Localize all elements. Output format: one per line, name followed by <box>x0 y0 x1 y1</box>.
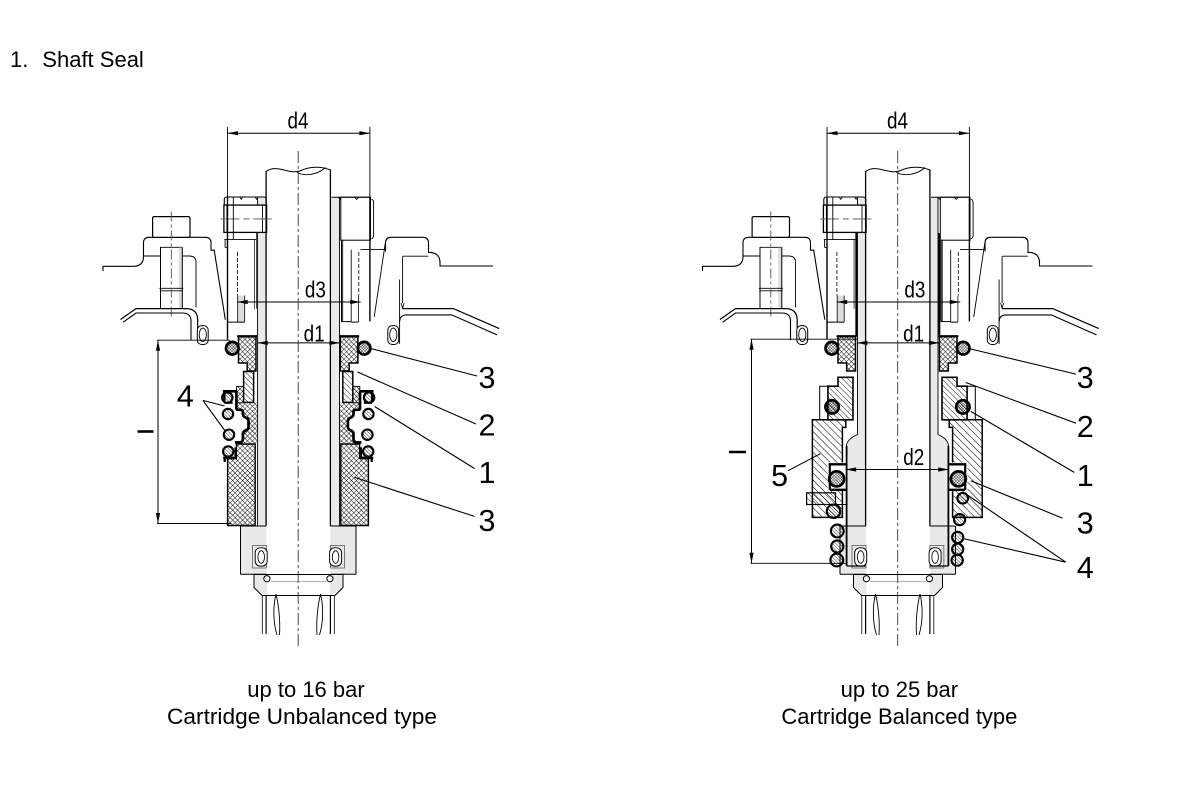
svg-text:d3: d3 <box>904 277 925 303</box>
svg-text:Shaft Seal: Shaft Seal <box>42 47 144 72</box>
svg-text:3: 3 <box>479 361 496 395</box>
svg-text:d1: d1 <box>903 320 924 346</box>
svg-text:Cartridge Unbalanced type: Cartridge Unbalanced type <box>167 704 437 729</box>
svg-text:Cartridge Balanced type: Cartridge Balanced type <box>781 704 1017 729</box>
svg-text:d4: d4 <box>887 108 908 134</box>
svg-text:1: 1 <box>1077 459 1094 493</box>
svg-text:d2: d2 <box>903 444 924 470</box>
svg-text:1.: 1. <box>10 47 28 72</box>
svg-text:3: 3 <box>479 504 496 538</box>
svg-text:3: 3 <box>1077 361 1094 395</box>
svg-text:d4: d4 <box>288 108 309 134</box>
svg-text:d1: d1 <box>304 320 325 346</box>
svg-text:3: 3 <box>1077 507 1094 541</box>
svg-text:2: 2 <box>479 409 496 443</box>
svg-text:up to 25 bar: up to 25 bar <box>841 677 958 702</box>
svg-text:up to 16 bar: up to 16 bar <box>247 677 364 702</box>
svg-text:2: 2 <box>1077 410 1094 444</box>
svg-text:d3: d3 <box>305 277 326 303</box>
svg-text:4: 4 <box>1077 551 1094 585</box>
svg-text:5: 5 <box>771 459 788 493</box>
svg-text:4: 4 <box>177 380 194 414</box>
svg-text:1: 1 <box>479 456 496 490</box>
